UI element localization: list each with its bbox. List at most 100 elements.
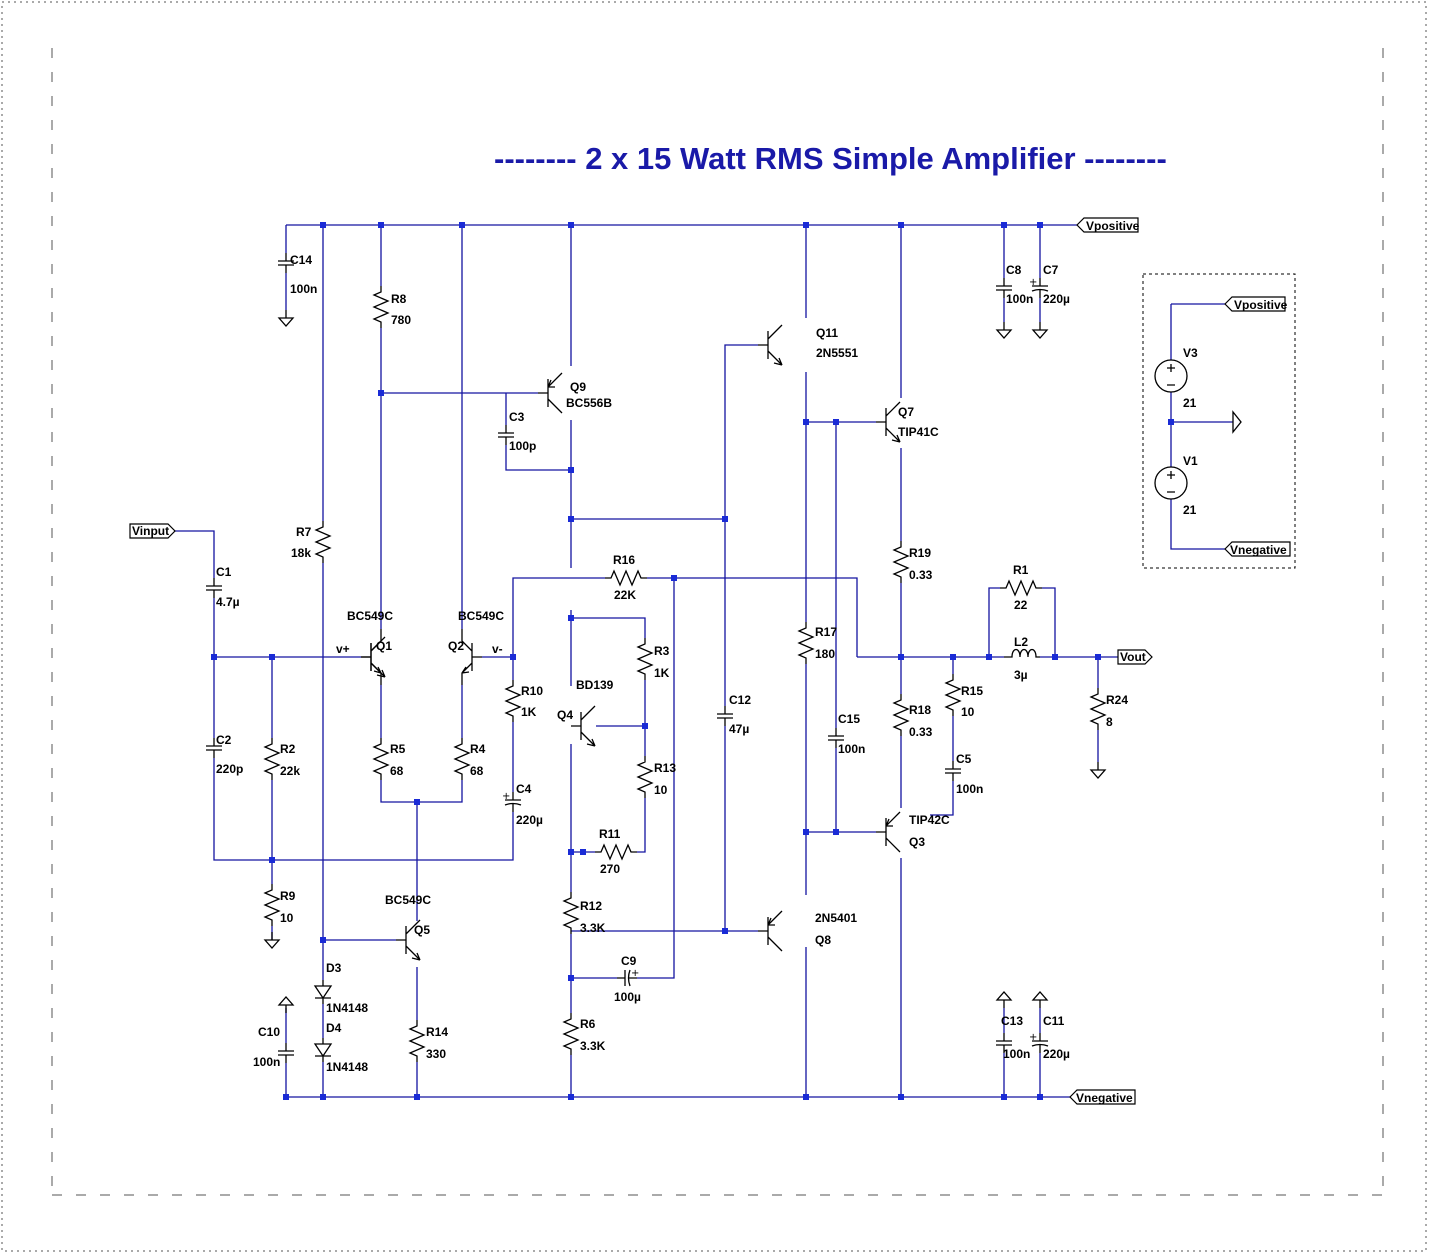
q11-ref: Q11 bbox=[816, 326, 838, 340]
r16-symbol bbox=[604, 570, 648, 586]
r16-ref: R16 bbox=[613, 553, 635, 567]
c8-ref: C8 bbox=[1006, 263, 1022, 277]
ground-icon bbox=[1032, 321, 1048, 339]
r11-symbol bbox=[594, 844, 638, 860]
junctions bbox=[211, 222, 1174, 1100]
vnegative-label-2: Vnegative bbox=[1230, 543, 1287, 557]
c10-symbol bbox=[277, 1042, 295, 1064]
r24-value: 8 bbox=[1106, 715, 1113, 729]
r12-symbol bbox=[563, 891, 579, 935]
q4-ref: Q4 bbox=[557, 708, 573, 722]
r9-ref: R9 bbox=[280, 889, 296, 903]
q4-symbol bbox=[570, 705, 596, 747]
q7-ref: Q7 bbox=[898, 405, 914, 419]
c15-ref: C15 bbox=[838, 712, 860, 726]
q3-symbol bbox=[875, 811, 901, 853]
r7-ref: R7 bbox=[296, 525, 312, 539]
vnegative-flag-2 bbox=[1224, 541, 1291, 557]
r8-ref: R8 bbox=[391, 292, 407, 306]
c9-symbol bbox=[616, 967, 641, 987]
d3-value: 1N4148 bbox=[326, 1001, 368, 1015]
r6-value: 3.3K bbox=[580, 1039, 606, 1053]
v1-value: 21 bbox=[1183, 503, 1197, 517]
c3-value: 100p bbox=[509, 439, 536, 453]
r3-ref: R3 bbox=[654, 644, 670, 658]
c12-ref: C12 bbox=[729, 693, 751, 707]
c4-value: 220µ bbox=[516, 813, 543, 827]
q9-value: BC556B bbox=[566, 396, 612, 410]
r6-symbol bbox=[563, 1012, 579, 1056]
d4-ref: D4 bbox=[326, 1021, 342, 1035]
ground-icon bbox=[1032, 991, 1048, 1009]
r9-symbol bbox=[264, 883, 280, 927]
vnegative-label: Vnegative bbox=[1076, 1091, 1133, 1105]
r13-ref: R13 bbox=[654, 761, 676, 775]
q11-symbol bbox=[757, 324, 783, 366]
r15-symbol bbox=[945, 673, 961, 717]
ground-icon bbox=[996, 991, 1012, 1009]
d3-ref: D3 bbox=[326, 961, 342, 975]
c2-value: 220p bbox=[216, 762, 243, 776]
v1-symbol bbox=[1154, 466, 1188, 500]
q7-value: TIP41C bbox=[898, 425, 939, 439]
r12-ref: R12 bbox=[580, 899, 602, 913]
supply-box bbox=[1142, 273, 1296, 569]
r1-ref: R1 bbox=[1013, 563, 1029, 577]
r15-value: 10 bbox=[961, 705, 975, 719]
c4-ref: C4 bbox=[516, 782, 532, 796]
r13-value: 10 bbox=[654, 783, 668, 797]
vnegative-flag bbox=[1069, 1089, 1136, 1105]
q7-symbol bbox=[875, 401, 901, 443]
r4-value: 68 bbox=[470, 764, 484, 778]
r9-value: 10 bbox=[280, 911, 294, 925]
q3-value: TIP42C bbox=[909, 813, 950, 827]
c14-value: 100n bbox=[290, 282, 317, 296]
v3-ref: V3 bbox=[1183, 346, 1198, 360]
d4-symbol bbox=[314, 1037, 332, 1063]
r16-value: 22K bbox=[614, 588, 636, 602]
r13-symbol bbox=[637, 755, 653, 799]
r2-value: 22k bbox=[280, 764, 300, 778]
q1-value: BC549C bbox=[347, 609, 393, 623]
vminus-label: v- bbox=[492, 642, 503, 656]
r10-value: 1K bbox=[521, 705, 537, 719]
ground-icon bbox=[264, 931, 280, 949]
q2-symbol bbox=[461, 629, 482, 685]
r3-value: 1K bbox=[654, 666, 670, 680]
q4-value: BD139 bbox=[576, 678, 614, 692]
r1-value: 22 bbox=[1014, 598, 1028, 612]
q8-value: 2N5401 bbox=[815, 911, 857, 925]
c7-value: 220µ bbox=[1043, 292, 1070, 306]
r2-symbol bbox=[264, 737, 280, 781]
schematic-title: -------- 2 x 15 Watt RMS Simple Amplifie… bbox=[494, 141, 1167, 176]
c12-value: 47µ bbox=[729, 722, 749, 736]
r7-value: 18k bbox=[291, 546, 311, 560]
v1-ref: V1 bbox=[1183, 454, 1198, 468]
c7-ref: C7 bbox=[1043, 263, 1059, 277]
c5-ref: C5 bbox=[956, 752, 972, 766]
c15-value: 100n bbox=[838, 742, 865, 756]
r14-value: 330 bbox=[426, 1047, 446, 1061]
ground-icon bbox=[278, 996, 294, 1014]
r11-value: 270 bbox=[600, 862, 620, 876]
ground-icon bbox=[996, 321, 1012, 339]
q2-value: BC549C bbox=[458, 609, 504, 623]
r18-symbol bbox=[893, 693, 909, 737]
c11-ref: C11 bbox=[1043, 1014, 1065, 1028]
r19-value: 0.33 bbox=[909, 568, 933, 582]
r4-ref: R4 bbox=[470, 742, 486, 756]
c9-ref: C9 bbox=[621, 954, 637, 968]
component-labels: C14 100n R8 780 Q9 BC556B C3 100p Q11 2N… bbox=[216, 253, 1198, 1074]
vout-flag bbox=[1117, 649, 1153, 665]
vpositive-label: Vpositive bbox=[1086, 219, 1140, 233]
r5-value: 68 bbox=[390, 764, 404, 778]
c13-value: 100n bbox=[1003, 1047, 1030, 1061]
r14-ref: R14 bbox=[426, 1025, 448, 1039]
r15-ref: R15 bbox=[961, 684, 983, 698]
l2-value: 3µ bbox=[1014, 668, 1028, 682]
r8-symbol bbox=[373, 285, 389, 329]
v3-value: 21 bbox=[1183, 396, 1197, 410]
r7-symbol bbox=[315, 520, 331, 564]
r12-value: 3.3K bbox=[580, 921, 606, 935]
r17-symbol bbox=[798, 621, 814, 665]
